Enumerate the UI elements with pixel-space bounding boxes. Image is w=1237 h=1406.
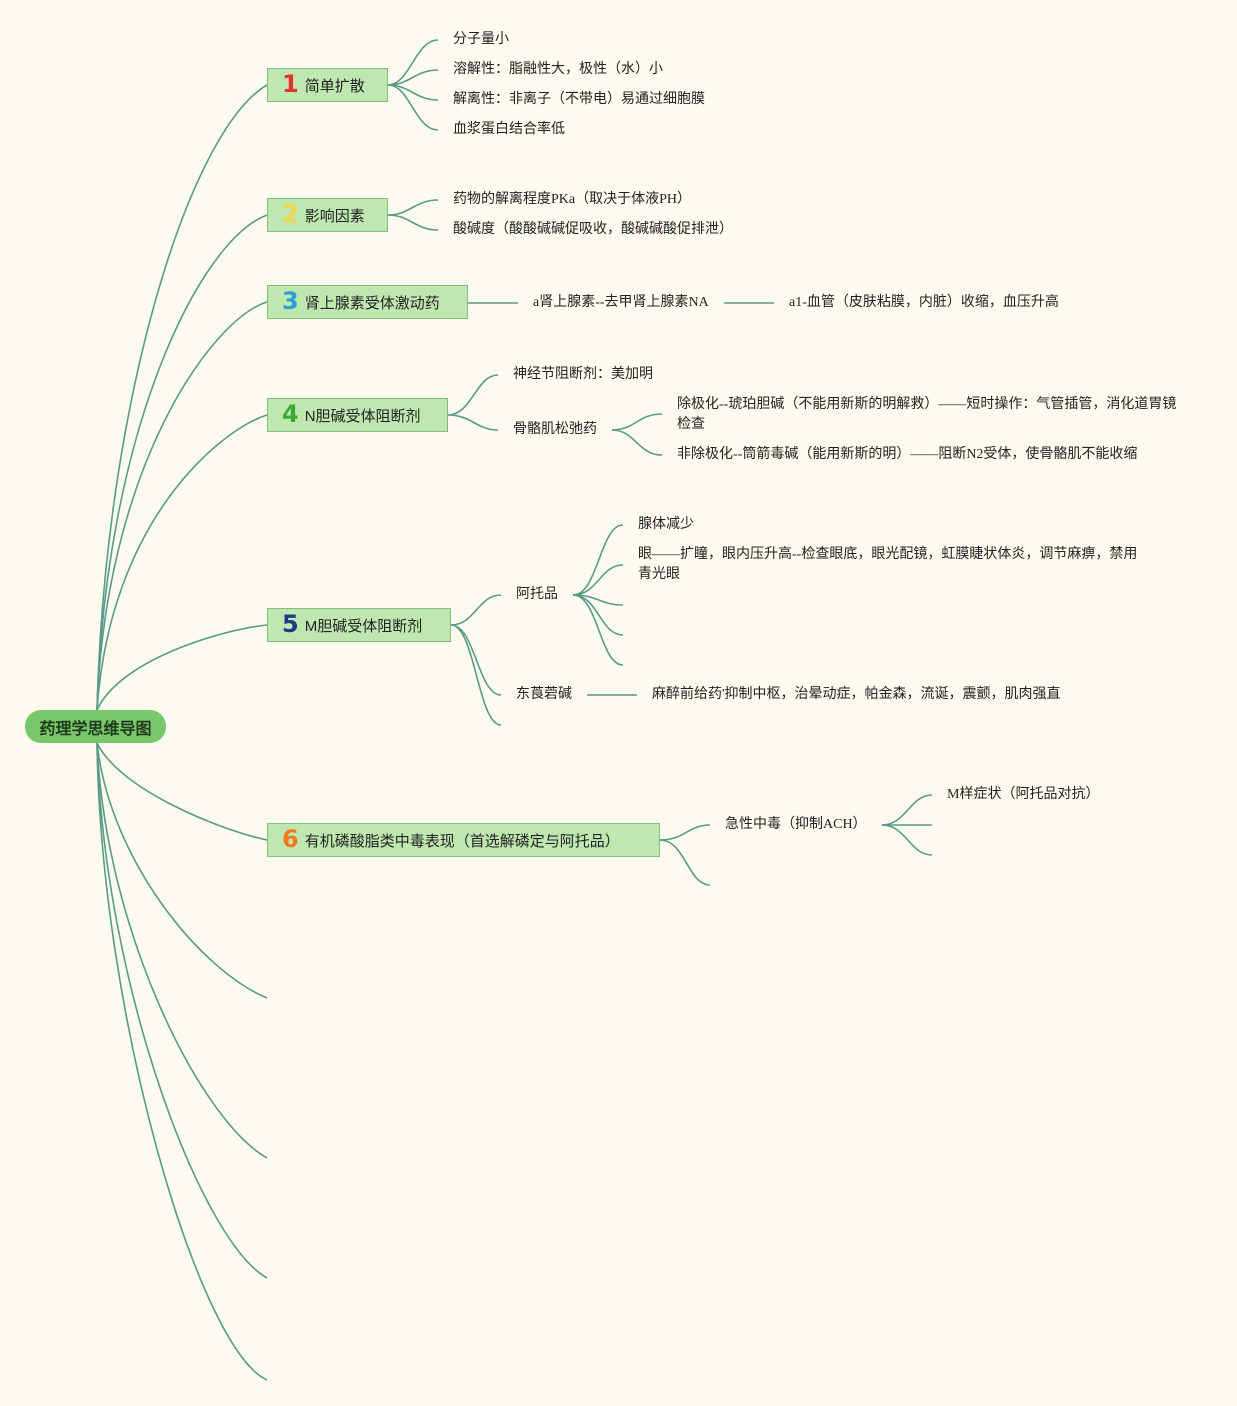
- topic-5-sub-a1[interactable]: 腺体减少: [638, 517, 694, 532]
- topic-1-child-2[interactable]: 溶解性：脂融性大，极性（水）小: [453, 62, 663, 77]
- topic-1-label: 简单扩散: [304, 77, 365, 95]
- topic-3-child[interactable]: a肾上腺素--去甲肾上腺素NA: [533, 295, 709, 310]
- topic-5-sub-a2[interactable]: 眼——扩瞳，眼内压升高--检查眼底，眼光配镜，虹膜睫状体炎，调节麻痹，禁用青光眼: [638, 547, 1138, 582]
- topic-4-child-b[interactable]: 骨骼肌松弛药: [513, 422, 597, 437]
- topic-3-number: 3: [282, 287, 299, 315]
- topic-4-number: 4: [282, 400, 299, 428]
- topic-3-node[interactable]: 3 肾上腺素受体激动药: [267, 285, 468, 319]
- topic-4-sub-b[interactable]: 非除极化--筒箭毒碱（能用新斯的明）——阻断N2受体，使骨骼肌不能收缩: [677, 447, 1138, 462]
- topic-5-child-b[interactable]: 东莨菪碱: [516, 687, 572, 702]
- topic-1-child-4[interactable]: 血浆蛋白结合率低: [453, 122, 565, 137]
- topic-6-sub-a[interactable]: M样症状（阿托品对抗）: [947, 787, 1100, 802]
- topic-4-label: N胆碱受体阻断剂: [304, 407, 421, 425]
- topic-4-sub-a[interactable]: 除极化--琥珀胆碱（不能用新斯的明解救）——短时操作：气管插管，消化道胃镜检查: [677, 397, 1177, 432]
- root-node[interactable]: 药理学思维导图: [25, 710, 166, 743]
- topic-4-child-a[interactable]: 神经节阻断剂：美加明: [513, 367, 653, 382]
- topic-3-label: 肾上腺素受体激动药: [304, 294, 440, 312]
- topic-2-child-1[interactable]: 药物的解离程度PKa（取决于体液PH）: [453, 192, 692, 207]
- topic-5-child-a[interactable]: 阿托品: [516, 587, 558, 602]
- topic-6-node[interactable]: 6 有机磷酸脂类中毒表现（首选解磷定与阿托品）: [267, 823, 660, 857]
- topic-2-label: 影响因素: [304, 207, 365, 225]
- topic-1-child-1[interactable]: 分子量小: [453, 32, 509, 47]
- topic-1-child-3[interactable]: 解离性：非离子（不带电）易通过细胞膜: [453, 92, 705, 107]
- topic-2-number: 2: [282, 200, 299, 228]
- topic-5-node[interactable]: 5 M胆碱受体阻断剂: [267, 608, 451, 642]
- topic-6-label: 有机磷酸脂类中毒表现（首选解磷定与阿托品）: [304, 832, 620, 850]
- topic-5-sub-b[interactable]: 麻醉前给药'抑制中枢，治晕动症，帕金森，流诞，震颤，肌肉强直: [652, 687, 1061, 702]
- topic-5-number: 5: [282, 610, 299, 638]
- topic-2-node[interactable]: 2 影响因素: [267, 198, 388, 232]
- topic-5-label: M胆碱受体阻断剂: [304, 617, 423, 635]
- topic-4-node[interactable]: 4 N胆碱受体阻断剂: [267, 398, 448, 432]
- root-label: 药理学思维导图: [39, 718, 152, 738]
- topic-2-child-2[interactable]: 酸碱度（酸酸碱碱促吸收，酸碱碱酸促排泄）: [453, 222, 733, 237]
- topic-1-node[interactable]: 1 简单扩散: [267, 68, 388, 102]
- topic-6-number: 6: [282, 825, 299, 853]
- topic-1-number: 1: [282, 70, 299, 98]
- topic-6-child-a[interactable]: 急性中毒（抑制ACH）: [725, 817, 867, 832]
- topic-3-grandchild[interactable]: a1-血管（皮肤粘膜，内脏）收缩，血压升高: [789, 295, 1059, 310]
